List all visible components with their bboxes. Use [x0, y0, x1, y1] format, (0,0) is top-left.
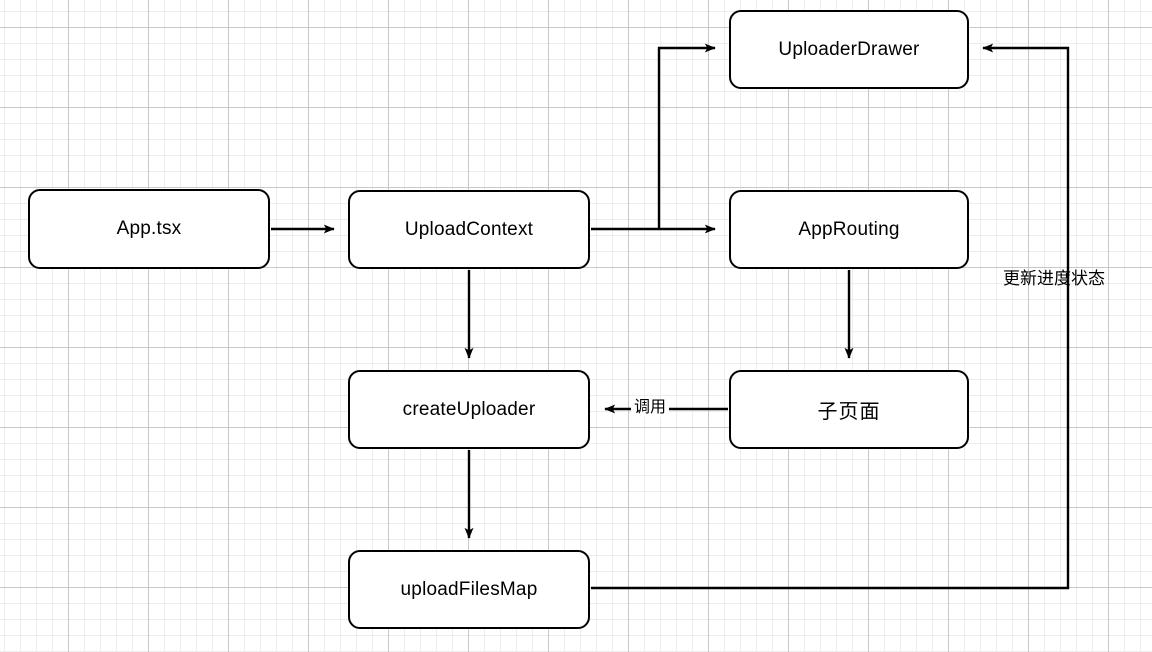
edge-uploadfilesmap-to-uploaderdrawer — [591, 43, 1070, 590]
node-app-tsx[interactable]: App.tsx — [28, 189, 270, 269]
node-label: createUploader — [402, 398, 536, 420]
node-upload-files-map[interactable]: uploadFilesMap — [348, 550, 590, 629]
node-uploader-drawer[interactable]: UploaderDrawer — [729, 10, 969, 89]
edge-label-update-progress-state: 更新进度状态 — [1000, 270, 1108, 288]
node-label: AppRouting — [798, 218, 900, 240]
edge-label-text: 更新进度状态 — [1003, 269, 1105, 288]
edge-label-call: 调用 — [631, 399, 670, 417]
node-app-routing[interactable]: AppRouting — [729, 190, 969, 269]
node-label: uploadFilesMap — [400, 578, 538, 600]
node-upload-context[interactable]: UploadContext — [348, 190, 590, 269]
edge-label-text: 调用 — [634, 399, 667, 416]
node-label: UploadContext — [404, 218, 534, 240]
node-sub-page[interactable]: 子页面 — [729, 370, 969, 449]
node-label: App.tsx — [116, 218, 182, 239]
node-label: UploaderDrawer — [778, 38, 920, 60]
node-label: 子页面 — [817, 401, 881, 423]
node-create-uploader[interactable]: createUploader — [348, 370, 590, 449]
edge-uploadcontext-to-uploaderdrawer — [657, 43, 716, 229]
